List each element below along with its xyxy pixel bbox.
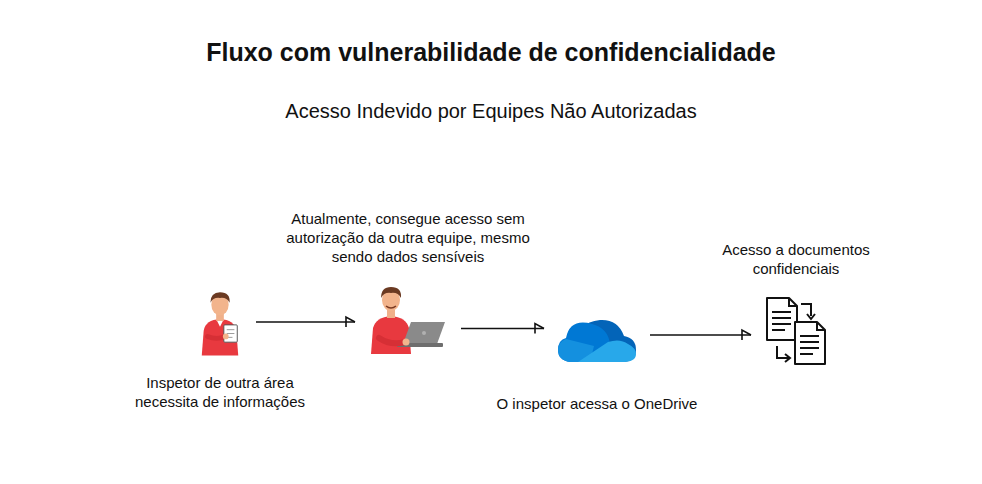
subtitle: Acesso Indevido por Equipes Não Autoriza… (0, 100, 982, 123)
flow-step: Acesso a documentos confidenciais (706, 240, 886, 370)
onedrive-icon (556, 308, 638, 366)
step-label: Acesso a documentos confidenciais (706, 240, 886, 278)
step-label: Inspetor de outra área necessita de info… (125, 373, 315, 411)
laptop-person-icon (367, 282, 449, 358)
step-label: O inspetor acessa o OneDrive (497, 394, 698, 413)
documents-icon (763, 296, 829, 370)
step-label: Atualmente, consegue acesso sem autoriza… (283, 209, 533, 266)
diagram-title: Fluxo com vulnerabilidade de confidencia… (0, 38, 982, 67)
flow-step: Inspetor de outra área necessita de info… (125, 287, 315, 411)
flow-step: Atualmente, consegue acesso sem autoriza… (283, 209, 533, 358)
flow-arrow (461, 324, 544, 334)
person-icon (196, 287, 244, 361)
flow-step: O inspetor acessa o OneDrive (477, 308, 717, 413)
flow-arrow (650, 330, 751, 340)
flow-arrow (256, 317, 355, 327)
